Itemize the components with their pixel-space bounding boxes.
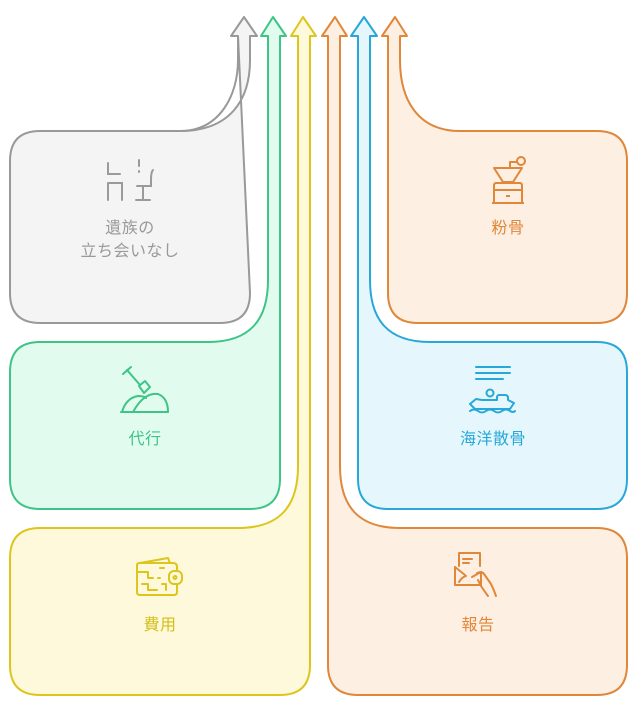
- boat-waves-icon: [469, 366, 516, 414]
- letter-in-hand-icon: [454, 552, 497, 597]
- arrow-shape-report: [321, 16, 628, 696]
- wallet-icon: [136, 557, 183, 596]
- label-sea-scattering: 海洋散骨: [459, 429, 526, 448]
- label-powdering: 粉骨: [491, 218, 525, 237]
- arrow-shape-no-family: [9, 16, 258, 324]
- label-no-family-line1: 遺族の: [105, 218, 155, 237]
- grinder-icon: [492, 156, 526, 204]
- label-no-family-line2: 立ち会いなし: [80, 241, 180, 260]
- arrow-shape-sea-scattering: [350, 16, 628, 510]
- shovel-mound-icon: [120, 366, 169, 413]
- label-cost: 費用: [143, 615, 177, 634]
- chair-icon: [107, 159, 154, 201]
- label-no-family: 遺族の 立ち会いなし: [30, 216, 230, 262]
- label-report: 報告: [461, 615, 495, 634]
- arrow-shape-powdering: [381, 16, 628, 324]
- label-proxy: 代行: [128, 429, 162, 448]
- arrow-shape-proxy: [9, 16, 287, 510]
